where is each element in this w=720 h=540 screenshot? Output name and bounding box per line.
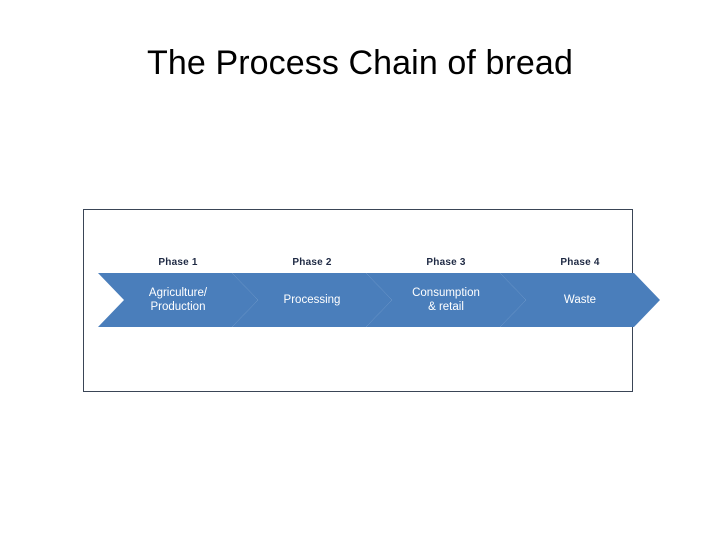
phase-label-4: Phase 4 <box>560 257 600 268</box>
chevron-shape-1[interactable]: Agriculture/ Production <box>98 273 258 327</box>
process-step-2[interactable]: Phase 2 Processing <box>232 210 392 393</box>
process-step-3[interactable]: Phase 3 Consumption & retail <box>366 210 526 393</box>
chevron-label-3: Consumption & retail <box>412 286 480 313</box>
process-step-1[interactable]: Phase 1 Agriculture/ Production <box>98 210 258 393</box>
chevron-shape-4[interactable]: Waste <box>500 273 660 327</box>
process-diagram-frame: Phase 1 Agriculture/ Production Phase 2 … <box>83 209 633 392</box>
phase-label-3: Phase 3 <box>426 257 466 268</box>
chevron-label-4: Waste <box>563 293 597 306</box>
chevron-band: Phase 1 Agriculture/ Production Phase 2 … <box>84 210 634 393</box>
phase-label-1: Phase 1 <box>158 257 198 268</box>
chevron-label-2: Processing <box>283 293 341 306</box>
process-step-4[interactable]: Phase 4 Waste <box>500 210 660 393</box>
chevron-label-1: Agriculture/ Production <box>148 286 208 313</box>
phase-label-2: Phase 2 <box>292 257 332 268</box>
page-title: The Process Chain of bread <box>147 44 573 82</box>
chevron-shape-2[interactable]: Processing <box>232 273 392 327</box>
chevron-shape-3[interactable]: Consumption & retail <box>366 273 526 327</box>
